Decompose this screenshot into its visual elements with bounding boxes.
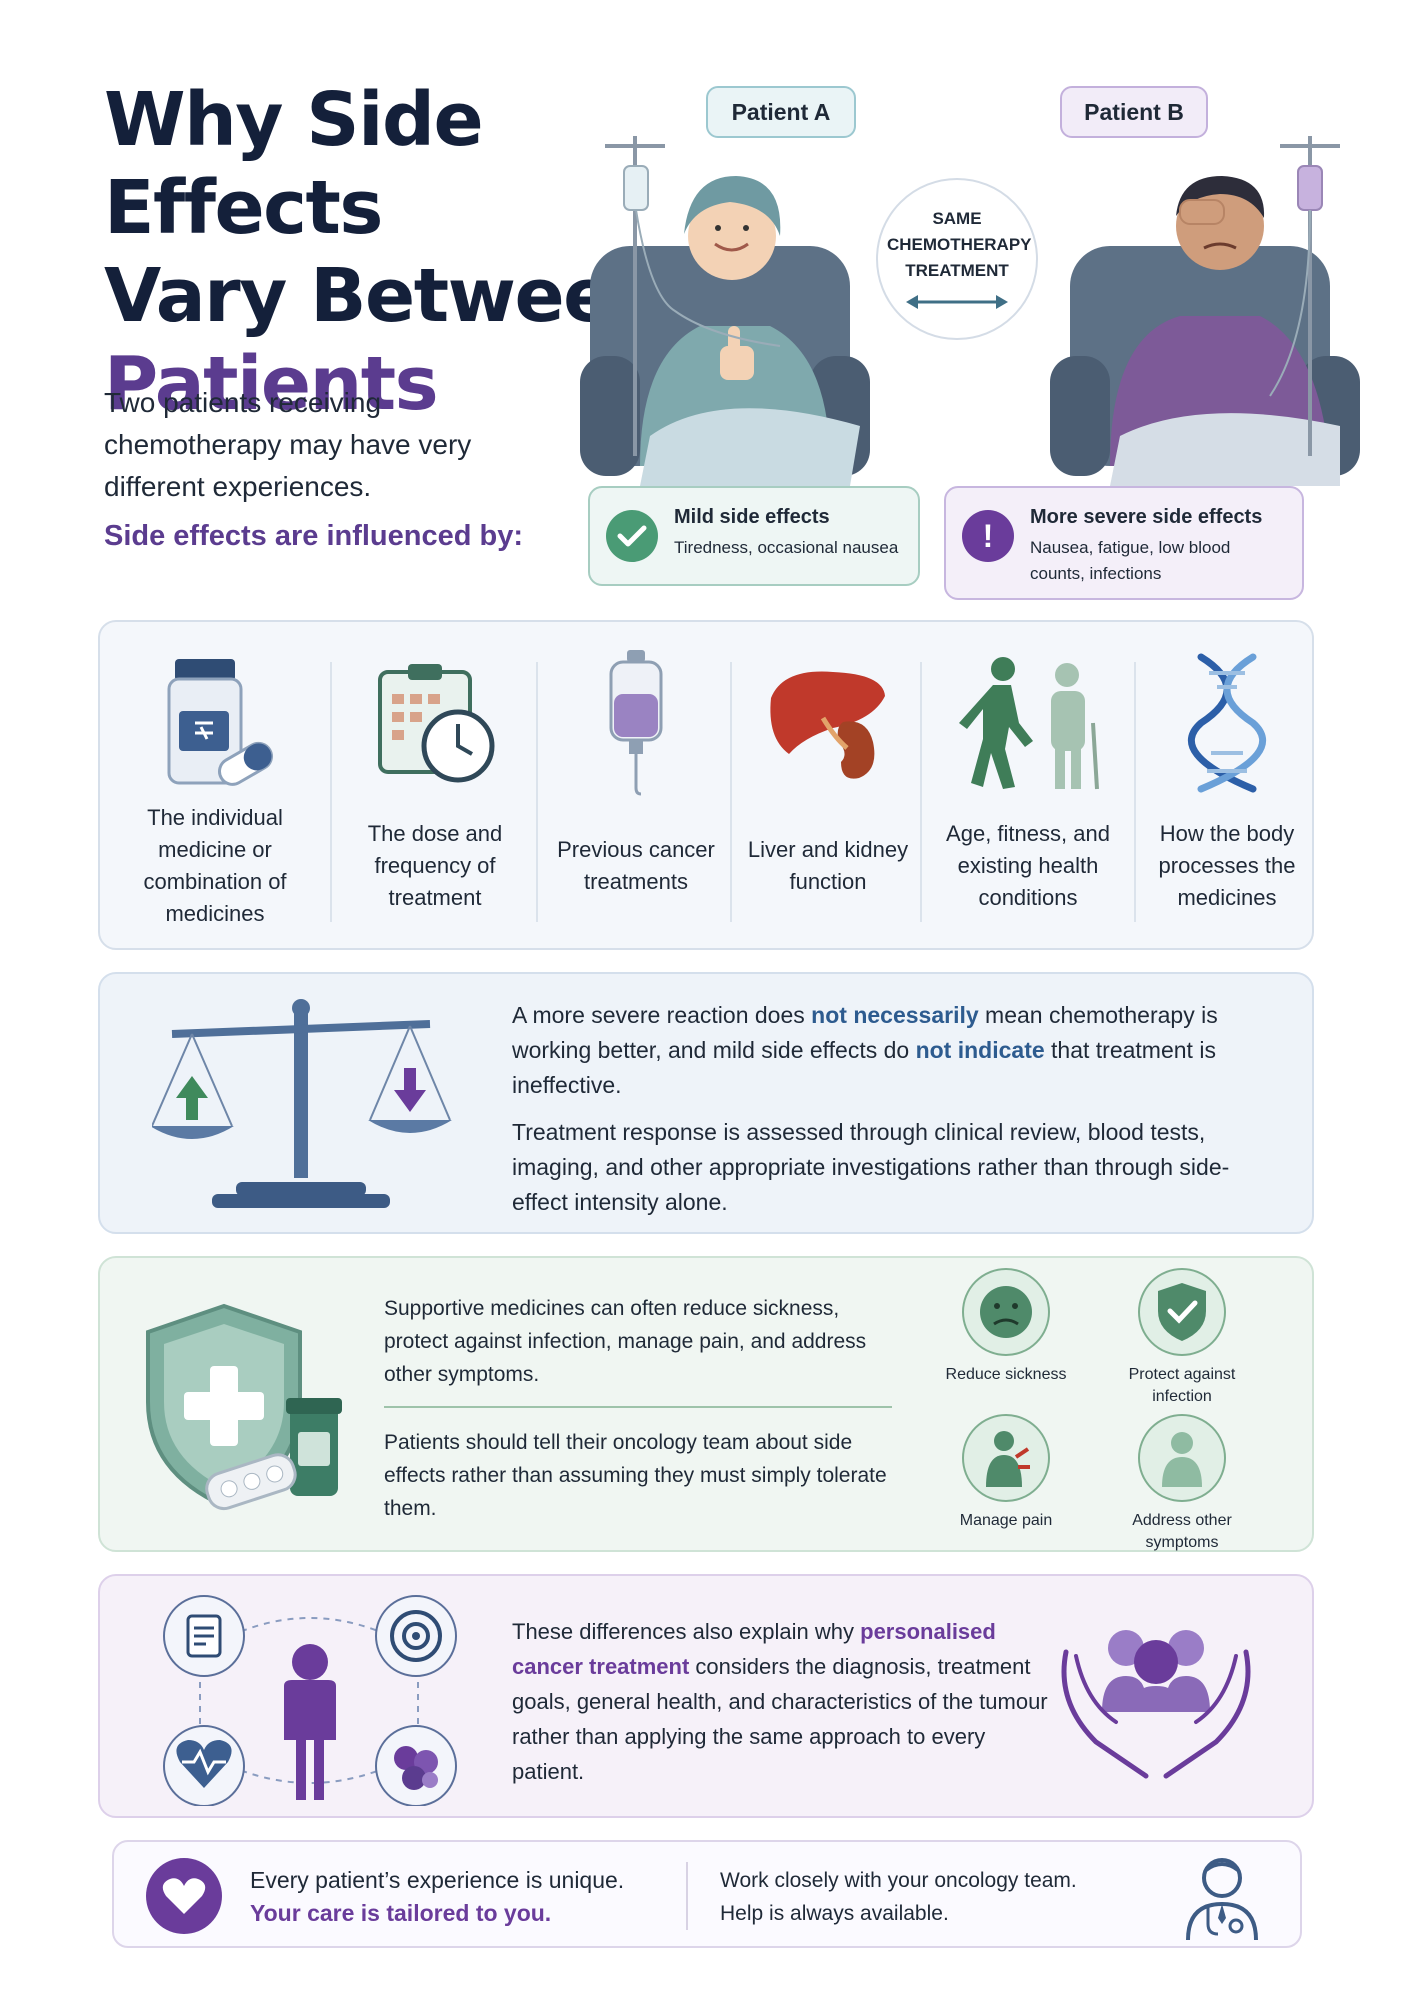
title-line-1: Why Side Effects (104, 77, 484, 251)
patient-a-effect-title: Mild side effects (674, 506, 830, 528)
response-panel: A more severe reaction does not necessar… (98, 972, 1314, 1234)
factor-age-label: Age, fitness, and existing health condit… (946, 821, 1110, 910)
person-icon (1138, 1414, 1226, 1502)
tumour-cells-icon (375, 1725, 457, 1806)
check-icon (606, 510, 658, 562)
liver-kidney-icon (770, 671, 885, 779)
personalised-treatment-panel: These differences also explain why perso… (98, 1574, 1314, 1818)
divider (686, 1862, 688, 1930)
response-paragraph-1: A more severe reaction does not necessar… (512, 998, 1272, 1103)
iv-stand-a-icon (605, 136, 781, 456)
highlight-not-indicate: not indicate (915, 1037, 1045, 1063)
text-run: considers the diagnosis, treatment goals… (512, 1654, 1048, 1784)
dna-icon (1187, 653, 1267, 793)
care-network-icon (163, 1595, 457, 1806)
patient-b-effect-detail: Nausea, fatigue, low blood counts, infec… (1030, 538, 1231, 583)
pain-person-icon (962, 1414, 1050, 1502)
benefit-label: Address other symptoms (1132, 1512, 1232, 1551)
footer-left-line-2: Your care is tailored to you. (250, 1900, 552, 1926)
page-title: Why Side Effects Vary Between Patients (104, 76, 724, 428)
doctor-icon (1186, 1858, 1258, 1941)
shield-medicine-icon (146, 1303, 342, 1511)
text-run: A more severe reaction does (512, 1002, 812, 1028)
factor-previous: Previous cancer treatments (546, 622, 726, 952)
calendar-clock-icon (378, 664, 495, 783)
benefit-protect-infection: Protect against infection (1102, 1268, 1262, 1408)
factor-medicine: The individual medicine or combination o… (120, 622, 310, 952)
footer-right-line-1: Work closely with your oncology team. (720, 1869, 1077, 1892)
factors-panel: The individual medicine or combination o… (98, 620, 1314, 950)
response-paragraph-2: Treatment response is assessed through c… (512, 1119, 1230, 1215)
highlight-personalised-treatment: personalised cancer treatment (512, 1619, 996, 1679)
footer-banner: Every patient’s experience is unique. Yo… (112, 1840, 1302, 1948)
patient-figure-icon (284, 1644, 336, 1800)
tell-team-text: Patients should tell their oncology team… (384, 1431, 887, 1520)
benefit-label: Protect against infection (1128, 1366, 1236, 1405)
response-text: A more severe reaction does not necessar… (512, 998, 1272, 1220)
factor-medicine-label: The individual medicine or combination o… (143, 805, 287, 926)
target-icon (375, 1595, 457, 1677)
factor-liver-kidney: Liver and kidney function (740, 622, 916, 952)
exclamation-icon: ! (962, 510, 1014, 562)
supportive-medicines-panel: Supportive medicines can often reduce si… (98, 1256, 1314, 1552)
caring-hands-icon (1061, 1630, 1251, 1779)
footer-unique-message: Every patient’s experience is unique. Yo… (250, 1864, 670, 1930)
patient-a-effect-detail: Tiredness, occasional nausea (674, 538, 899, 557)
same-treatment-label: SAME CHEMOTHERAPY TREATMENT (887, 209, 1032, 280)
medicine-bottle-icon (167, 659, 273, 786)
personalised-text: These differences also explain why perso… (512, 1614, 1052, 1789)
intro-text: Two patients receiving chemotherapy may … (104, 387, 472, 502)
heart-rate-icon (163, 1725, 245, 1806)
factor-liver-kidney-label: Liver and kidney function (747, 837, 909, 894)
divider (920, 662, 922, 922)
double-arrow-icon (906, 295, 1008, 309)
text-run: These differences also explain why (512, 1619, 861, 1644)
benefit-manage-pain: Manage pain (926, 1414, 1086, 1532)
benefit-other-symptoms: Address other symptoms (1102, 1414, 1262, 1554)
footer-team-message: Work closely with your oncology team. He… (720, 1864, 1120, 1930)
supportive-text: Supportive medicines can often reduce si… (384, 1297, 867, 1386)
divider (730, 662, 732, 922)
patient-b-label: Patient B (1060, 86, 1208, 138)
footer-right-line-2: Help is always available. (720, 1902, 949, 1925)
text-run: that treatment is ineffective. (512, 1037, 1216, 1098)
sick-face-icon (962, 1268, 1050, 1356)
text-run: mean chemotherapy is working better, and… (512, 1002, 1218, 1063)
scales-icon (152, 999, 452, 1208)
heart-icon (146, 1858, 222, 1934)
benefit-label: Manage pain (959, 1512, 1053, 1529)
title-line-2: Vary Between (104, 253, 665, 339)
patient-a-effects-card: Mild side effects Tiredness, occasional … (588, 486, 920, 586)
divider (384, 1406, 892, 1408)
patient-b-effects-card: ! More severe side effects Nausea, fatig… (944, 486, 1304, 600)
factor-age: Age, fitness, and existing health condit… (928, 622, 1128, 952)
factor-previous-label: Previous cancer treatments (557, 837, 715, 894)
same-treatment-bubble: SAME CHEMOTHERAPY TREATMENT (876, 178, 1038, 340)
factor-dose: The dose and frequency of treatment (340, 622, 530, 952)
clipboard-icon (163, 1595, 245, 1677)
factor-dose-label: The dose and frequency of treatment (367, 821, 503, 910)
people-walking-icon (959, 657, 1099, 790)
patient-a-figure (580, 176, 870, 486)
patient-b-figure (1050, 176, 1360, 486)
highlight-not-necessarily: not necessarily (811, 1002, 979, 1028)
divider (1134, 662, 1136, 922)
iv-stand-b-icon (1269, 136, 1340, 456)
divider (536, 662, 538, 922)
divider (330, 662, 332, 922)
patient-a-label: Patient A (706, 86, 856, 138)
benefit-label: Reduce sickness (945, 1366, 1067, 1383)
benefit-reduce-sickness: Reduce sickness (926, 1268, 1086, 1386)
patients-illustration (580, 136, 1360, 486)
patient-b-effect-title: More severe side effects (1030, 506, 1263, 528)
iv-bag-icon (609, 650, 663, 796)
footer-left-line-1: Every patient’s experience is unique. (250, 1867, 625, 1893)
factor-metabolism-label: How the body processes the medicines (1158, 821, 1296, 910)
shield-check-icon (1138, 1268, 1226, 1356)
influenced-by-label: Side effects are influenced by: (104, 520, 524, 552)
title-accent: Patients (104, 341, 439, 427)
factor-metabolism: How the body processes the medicines (1142, 622, 1312, 952)
